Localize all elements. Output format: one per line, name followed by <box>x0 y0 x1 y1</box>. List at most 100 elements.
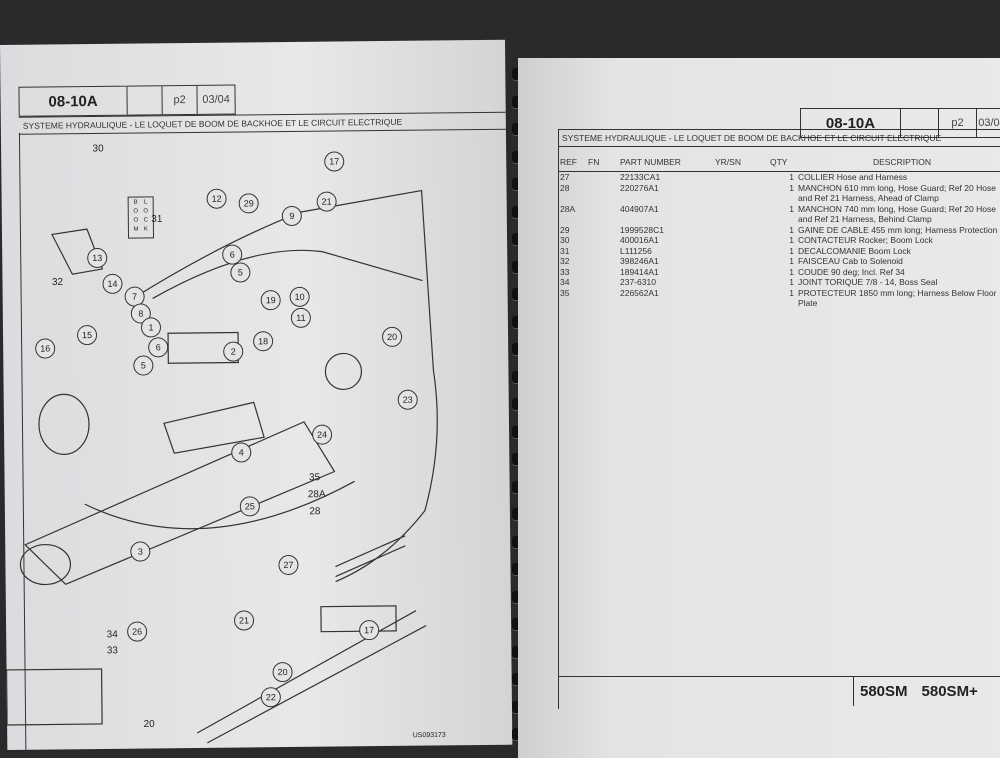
cylinder <box>24 421 336 586</box>
callout: 11 <box>290 307 311 328</box>
ref-cell: 34 <box>560 277 570 287</box>
description-cell: GAINE DE CABLE 455 mm long; Harness Prot… <box>798 224 998 235</box>
qty-cell: 1 <box>789 287 794 298</box>
figure-id: US093173 <box>412 731 446 740</box>
callout: 4 <box>231 442 252 463</box>
callout: 10 <box>289 286 310 307</box>
callout: 9 <box>281 205 302 227</box>
ref-cell: 31 <box>560 245 570 256</box>
qty-cell: 1 <box>789 235 794 245</box>
callout: 35 <box>308 472 321 484</box>
qty-cell: 1 <box>789 182 794 193</box>
cylinder-eye <box>19 543 72 586</box>
callout: 14 <box>102 273 123 294</box>
callout: 33 <box>106 645 118 657</box>
model-label: 580SM <box>860 683 908 700</box>
callout: 21 <box>233 610 255 631</box>
fn-cell <box>586 246 618 257</box>
yr-sn-cell <box>713 235 768 246</box>
yr-sn-cell <box>713 256 768 267</box>
part-number-cell: 226562A1 <box>620 287 659 298</box>
part-number-cell: 400016A1 <box>620 235 659 245</box>
col-ref: REF <box>558 153 586 172</box>
callout: 5 <box>230 262 251 283</box>
decal-letter: M <box>133 226 139 233</box>
part-number-cell: 1999528C1 <box>620 224 664 235</box>
section-title: SYSTEME HYDRAULIQUE - LE LOQUET DE BOOM … <box>558 129 1000 147</box>
decal-letter: O <box>133 217 139 224</box>
ref-cell: 30 <box>560 235 570 245</box>
harness-guard <box>196 610 427 744</box>
yr-sn-cell <box>713 183 768 204</box>
ref-cell: 27 <box>560 172 570 182</box>
description-cell: COUDE 90 deg; Incl. Ref 34 <box>798 266 905 277</box>
description-cell: FAISCEAU Cab to Solenoid <box>798 256 903 266</box>
ref-cell: 29 <box>560 224 570 235</box>
callout: 26 <box>127 621 148 642</box>
callout: 13 <box>87 247 108 269</box>
qty-cell: 1 <box>789 245 794 256</box>
qty-cell: 1 <box>789 224 794 235</box>
yr-sn-cell <box>713 204 768 225</box>
callout: 6 <box>148 337 169 358</box>
hose-clamp <box>38 393 90 455</box>
page-number: p2 <box>939 109 977 137</box>
decal-letter: C <box>143 217 149 224</box>
callout: 20 <box>381 326 403 348</box>
part-number-cell: 398246A1 <box>620 256 659 266</box>
right-page: 08-10A p2 03/04 SYSTEME HYDRAULIQUE - LE… <box>518 58 1000 758</box>
col-yr-sn: YR/SN <box>713 153 768 172</box>
fn-cell <box>586 267 618 278</box>
decal-letter: O <box>143 208 149 215</box>
callout: 31 <box>151 213 163 225</box>
page-frame <box>558 129 559 709</box>
fn-cell <box>586 204 618 225</box>
callout: 17 <box>359 620 380 641</box>
parts-table: REF FN PART NUMBER YR/SN QTY DESCRIPTION… <box>558 153 1000 309</box>
blank-cell <box>901 109 939 137</box>
part-number-cell: 237-6310 <box>620 277 656 287</box>
callout: 12 <box>206 188 227 209</box>
col-qty: QTY <box>768 153 796 172</box>
callout: 23 <box>397 389 418 410</box>
section-code: 08-10A <box>801 109 901 137</box>
callout: 32 <box>51 276 64 288</box>
callout: 3 <box>130 541 151 562</box>
callout: 18 <box>253 331 274 352</box>
part-number-cell: 220276A1 <box>620 182 659 193</box>
callout: 19 <box>260 290 281 311</box>
yr-sn-cell <box>713 288 768 309</box>
callout: 27 <box>278 554 299 576</box>
description-cell: MANCHON 740 mm long, Hose Guard; Ref 20 … <box>798 203 996 225</box>
fn-cell <box>586 235 618 246</box>
qty-cell: 1 <box>789 266 794 277</box>
decal-letter: K <box>143 226 148 233</box>
callout: 34 <box>106 629 118 641</box>
callout: 2 <box>223 341 244 362</box>
ref-cell: 28A <box>560 203 576 214</box>
callout: 29 <box>238 193 259 214</box>
yr-sn-cell <box>713 246 768 257</box>
description-cell: MANCHON 610 mm long, Hose Guard; Ref 20 … <box>798 182 996 204</box>
callout: 24 <box>311 424 333 445</box>
part-number-cell: 189414A1 <box>620 266 659 277</box>
fn-cell <box>586 277 618 288</box>
qty-cell: 1 <box>789 203 794 214</box>
callout: 15 <box>76 325 98 346</box>
fn-cell <box>586 288 618 309</box>
col-description: DESCRIPTION <box>796 153 1000 172</box>
callout: 1 <box>140 317 162 338</box>
callout: 20 <box>143 718 155 731</box>
decal-letter: L <box>143 199 148 206</box>
decal-letter: B <box>133 199 138 206</box>
fn-cell <box>586 183 618 204</box>
ref-cell: 32 <box>560 256 570 266</box>
fn-cell <box>586 172 618 183</box>
